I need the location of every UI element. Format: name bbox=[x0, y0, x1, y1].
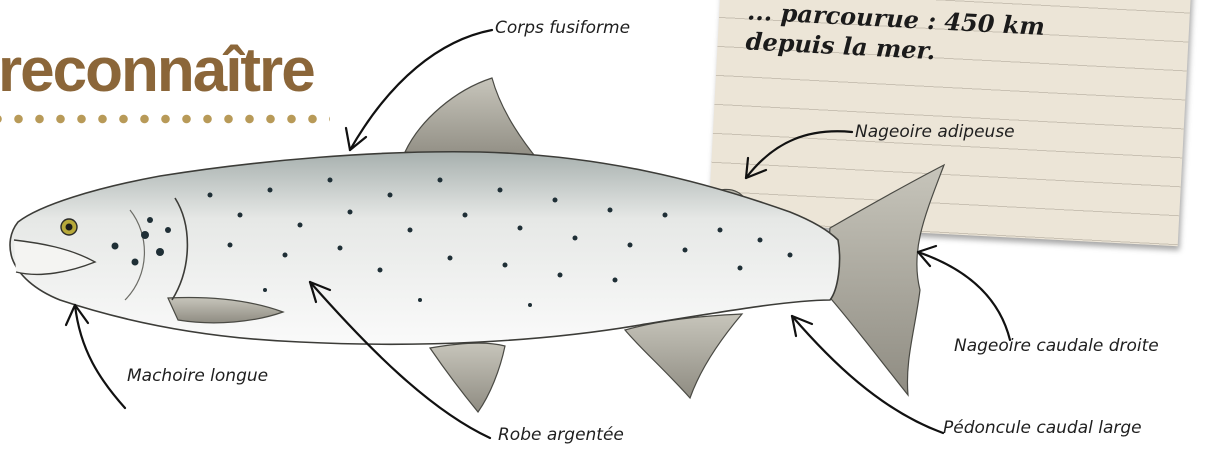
label-machoire-longue: Machoire longue bbox=[127, 366, 268, 386]
dorsal-fin bbox=[405, 78, 538, 160]
arrow-caudale bbox=[918, 252, 1010, 340]
arrow-machoire bbox=[75, 305, 125, 408]
label-nageoire-caudale-droite: Nageoire caudale droite bbox=[954, 336, 1159, 356]
label-corps-fusiforme: Corps fusiforme bbox=[495, 18, 630, 38]
tail-fin bbox=[825, 165, 944, 395]
label-nageoire-adipeuse: Nageoire adipeuse bbox=[855, 122, 1015, 142]
label-pedoncule-caudal-large: Pédoncule caudal large bbox=[943, 418, 1142, 438]
label-robe-argentee: Robe argentée bbox=[498, 425, 624, 445]
pelvic-fin bbox=[430, 343, 505, 412]
anal-fin bbox=[625, 314, 742, 398]
